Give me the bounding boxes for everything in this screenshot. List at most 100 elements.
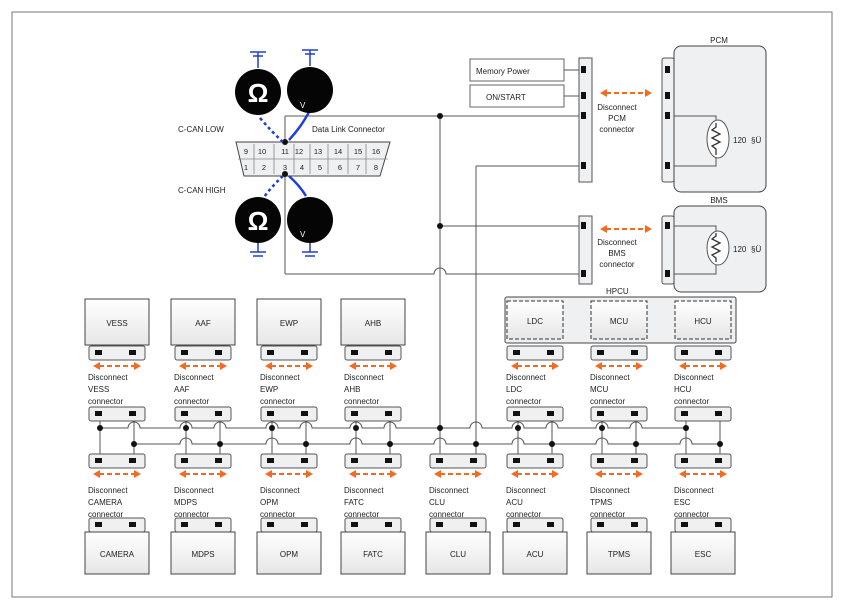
mcu-disconnect-label-line2: MCU — [590, 385, 608, 394]
aaf-module — [170, 298, 236, 346]
mdps-disconnect-arrow — [179, 470, 227, 478]
mdps-module — [170, 531, 236, 575]
voltmeter-bottom: V — [287, 197, 333, 257]
c-can-high-label: C-CAN HIGH — [178, 186, 226, 195]
pcm-resistor-value: 120 — [733, 136, 747, 145]
tpms-module-connector — [590, 517, 648, 533]
esc-harness-connector — [674, 453, 732, 469]
fatc-module-label: FATC — [363, 550, 383, 559]
ldc-disconnect-label-line1: Disconnect — [506, 373, 546, 382]
ewp-module-label: EWP — [280, 319, 298, 328]
opm-module — [256, 531, 322, 575]
acu-disconnect-label-line2: ACU — [506, 498, 523, 507]
dlc-title: Data Link Connector — [312, 125, 385, 134]
bms-disconnect-connector — [578, 215, 593, 285]
tpms-disconnect-label-line3: connector — [590, 510, 625, 519]
acu-disconnect-arrow — [511, 470, 559, 478]
ahb-disconnect-label-line3: connector — [344, 397, 379, 406]
hcu-module — [674, 300, 732, 340]
opm-disconnect-label-line2: OPM — [260, 498, 279, 507]
dlc-pin-12: 12 — [295, 147, 303, 156]
vess-module — [84, 298, 150, 346]
ewp-disconnect-label-line3: connector — [260, 397, 295, 406]
hcu-module-label: HCU — [694, 317, 712, 326]
ldc-module-connector — [506, 345, 564, 361]
tpms-disconnect-label-line2: TPMS — [590, 498, 612, 507]
mcu-module-label: MCU — [610, 317, 628, 326]
dlc-pin11-dot — [282, 139, 288, 145]
memory-power-label: Memory Power — [476, 67, 530, 76]
ewp-disconnect-arrow — [265, 362, 313, 370]
ewp-disconnect-label-line2: EWP — [260, 385, 278, 394]
camera-module-connector — [88, 517, 146, 533]
vess-harness-connector — [88, 406, 146, 422]
ldc-harness-connector — [506, 406, 564, 422]
opm-disconnect-label-line1: Disconnect — [260, 486, 300, 495]
acu-disconnect-label-line3: connector — [506, 510, 541, 519]
fatc-module-connector — [344, 517, 402, 533]
dlc-pin-2: 2 — [262, 163, 266, 172]
ewp-module — [256, 298, 322, 346]
esc-module-connector — [674, 517, 732, 533]
hcu-disconnect-label-line1: Disconnect — [674, 373, 714, 382]
pcm-disconnect-arrow — [600, 89, 652, 97]
esc-module-label: ESC — [695, 550, 712, 559]
bms-resistor-value: 120 — [733, 245, 747, 254]
mcu-module-connector — [590, 345, 648, 361]
acu-module-connector — [506, 517, 564, 533]
dlc-pin-8: 8 — [374, 163, 378, 172]
ahb-disconnect-label-line2: AHB — [344, 385, 360, 394]
clu-harness-connector — [429, 453, 487, 469]
ewp-module-connector — [260, 345, 318, 361]
mdps-disconnect-label-line1: Disconnect — [174, 486, 214, 495]
on-start-label: ON/START — [486, 93, 526, 102]
ahb-disconnect-label-line1: Disconnect — [344, 373, 384, 382]
dlc-pin-15: 15 — [354, 147, 362, 156]
ahb-disconnect-arrow — [349, 362, 397, 370]
mdps-module-connector — [174, 517, 232, 533]
aaf-disconnect-label-line2: AAF — [174, 385, 190, 394]
dlc-pin3-dot — [282, 171, 288, 177]
dlc-pin-6: 6 — [338, 163, 342, 172]
opm-disconnect-arrow — [265, 470, 313, 478]
mdps-module-label: MDPS — [191, 550, 214, 559]
aaf-disconnect-label-line1: Disconnect — [174, 373, 214, 382]
fatc-harness-connector — [344, 453, 402, 469]
pcm-disconnect-connector — [578, 57, 593, 183]
dlc-dividers — [238, 144, 388, 174]
aaf-disconnect-arrow — [179, 362, 227, 370]
fatc-disconnect-arrow — [349, 470, 397, 478]
vess-disconnect-label-line2: VESS — [88, 385, 109, 394]
acu-module-label: ACU — [527, 550, 544, 559]
tpms-disconnect-label-line1: Disconnect — [590, 486, 630, 495]
tpms-module-label: TPMS — [608, 550, 630, 559]
ewp-disconnect-label-line1: Disconnect — [260, 373, 300, 382]
pcm-resistor-unit: §Ü — [751, 136, 761, 145]
ldc-disconnect-label-line2: LDC — [506, 385, 522, 394]
bms-resistor-unit: §Ü — [751, 245, 761, 254]
ewp-harness-connector — [260, 406, 318, 422]
camera-harness-connector — [88, 453, 146, 469]
fatc-disconnect-label-line1: Disconnect — [344, 486, 384, 495]
vess-module-label: VESS — [106, 319, 127, 328]
mdps-harness-connector — [174, 453, 232, 469]
hcu-module-connector — [674, 345, 732, 361]
pcm-disconnect-line2: PCM — [608, 114, 626, 123]
esc-module — [670, 531, 736, 575]
mdps-disconnect-label-line2: MDPS — [174, 498, 197, 507]
dlc-pin-14: 14 — [334, 147, 342, 156]
opm-module-label: OPM — [280, 550, 299, 559]
bms-disconnect-line1: Disconnect — [597, 238, 637, 247]
ahb-module — [340, 298, 406, 346]
top-module-row: VESSDisconnectVESSconnectorAAFDisconnect… — [84, 298, 732, 422]
aaf-disconnect-label-line3: connector — [174, 397, 209, 406]
junction-dots — [97, 113, 723, 447]
ldc-module — [506, 300, 564, 340]
ahb-harness-connector — [344, 406, 402, 422]
aaf-module-connector — [174, 345, 232, 361]
camera-disconnect-label-line3: connector — [88, 510, 123, 519]
clu-module-connector — [429, 517, 487, 533]
mcu-disconnect-label-line3: connector — [590, 397, 625, 406]
